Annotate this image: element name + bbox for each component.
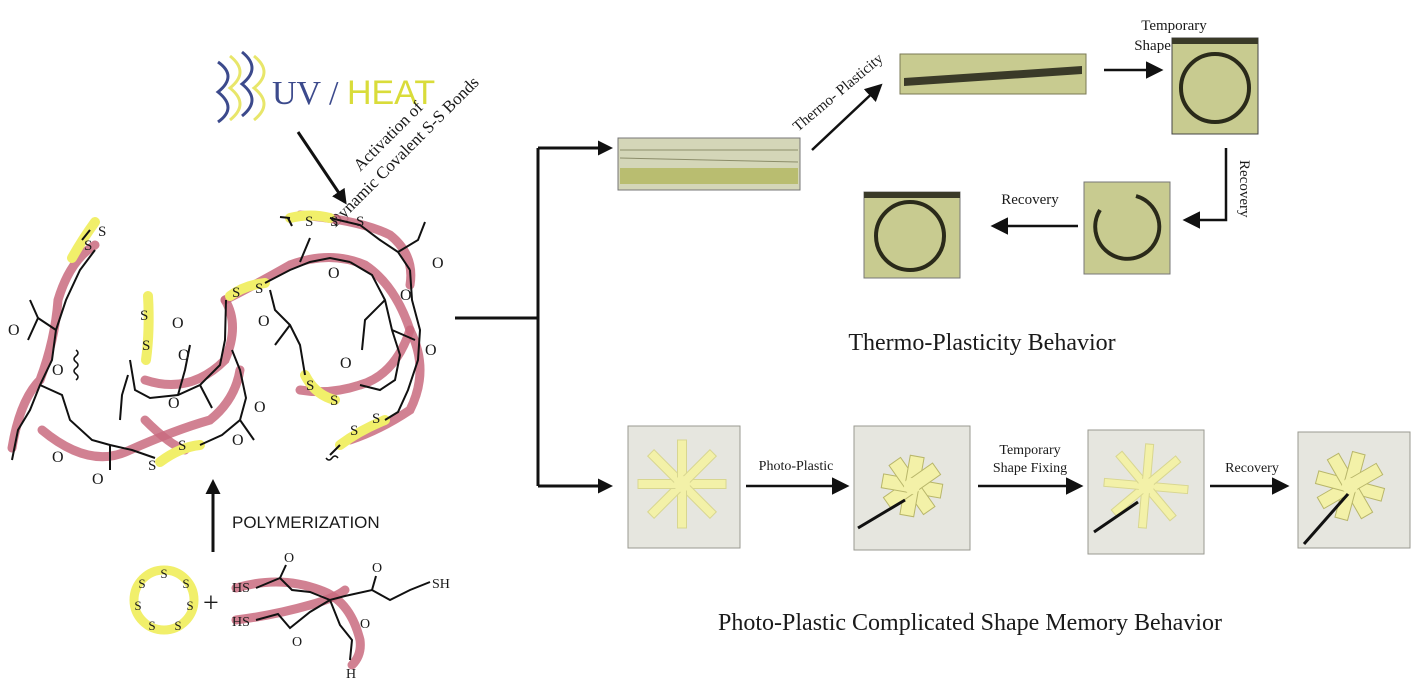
polymerization-label: POLYMERIZATION (232, 513, 380, 532)
polymer-network: O O O O O O O O O O O O O O O S S S S S … (7, 210, 444, 488)
svg-text:S: S (350, 423, 358, 439)
svg-text:S: S (186, 598, 193, 613)
svg-text:S: S (178, 438, 186, 454)
label-temp-fix-photo-1: Temporary (999, 443, 1060, 458)
heat-label: HEAT (347, 74, 435, 112)
svg-text:S: S (306, 378, 314, 394)
star-center (674, 476, 690, 492)
svg-text:O: O (92, 471, 104, 488)
uv-label: UV (272, 75, 322, 112)
svg-text:O: O (284, 551, 294, 566)
arrow-recovery-thermo-1 (1182, 148, 1228, 229)
label-photo-plastic: Photo-Plastic (759, 459, 834, 474)
svg-text:S: S (84, 238, 92, 254)
svg-text:O: O (340, 355, 352, 372)
svg-text:S: S (134, 598, 141, 613)
label-recovery-photo: Recovery (1225, 461, 1279, 476)
svg-text:O: O (172, 315, 184, 332)
thermo-ring-partial (1083, 181, 1171, 275)
activation-arrow (296, 131, 347, 205)
svg-text:O: O (400, 287, 412, 304)
svg-text:O: O (168, 395, 180, 412)
photo-star-recovered (1297, 431, 1411, 549)
svg-text:O: O (328, 265, 340, 282)
svg-text:S: S (148, 618, 155, 633)
svg-text:S: S (356, 214, 364, 230)
svg-text:S: S (160, 566, 167, 581)
svg-text:O: O (178, 347, 190, 364)
svg-text:S: S (140, 308, 148, 324)
svg-text:HS: HS (232, 581, 250, 596)
svg-text:O: O (432, 255, 444, 272)
svg-text:S: S (138, 576, 145, 591)
star-center (1342, 478, 1358, 494)
svg-text:H: H (346, 667, 356, 682)
svg-text:S: S (232, 285, 240, 301)
thermo-film-original (617, 137, 801, 191)
svg-text:SH: SH (432, 577, 450, 592)
tetrathiol-monomer: HS HS SH H O O O O (231, 551, 450, 682)
plus-sign: + (203, 588, 219, 619)
svg-text:O: O (52, 449, 64, 466)
svg-text:O: O (254, 399, 266, 416)
svg-text:S: S (305, 214, 313, 230)
thermo-ring-fixed (1171, 37, 1259, 135)
thermo-film-stretched (899, 53, 1087, 95)
uv-heat-label: UV / HEAT (272, 74, 435, 112)
star-center (1138, 478, 1154, 494)
thermo-caption: Thermo-Plasticity Behavior (848, 330, 1115, 356)
photo-star-deformed (853, 425, 971, 551)
svg-text:O: O (8, 322, 20, 339)
uv-waves-icon (215, 50, 266, 124)
svg-text:S: S (330, 393, 338, 409)
svg-text:S: S (98, 224, 106, 240)
photo-star-fixed (1087, 429, 1205, 555)
svg-text:S: S (174, 618, 181, 633)
svg-text:S: S (142, 338, 150, 354)
svg-text:S: S (372, 411, 380, 427)
svg-text:S: S (255, 281, 263, 297)
svg-text:O: O (232, 432, 244, 449)
svg-text:O: O (258, 313, 270, 330)
svg-text:S: S (330, 214, 338, 230)
svg-text:O: O (292, 635, 302, 650)
cyclic-sulfur-monomer: S S S S S S S (129, 565, 199, 635)
svg-text:HS: HS (232, 615, 250, 630)
branch-connector (455, 140, 613, 494)
thermo-ring-recovered (863, 191, 961, 279)
photo-star-original (627, 425, 741, 549)
svg-text:S: S (182, 576, 189, 591)
star-center (904, 478, 920, 494)
svg-text:O: O (372, 561, 382, 576)
label-recovery-thermo-1: Recovery (1236, 160, 1252, 218)
svg-text:O: O (425, 342, 437, 359)
label-temp-fix-thermo-1: Temporary (1141, 18, 1207, 34)
svg-text:S: S (148, 458, 156, 474)
label-recovery-thermo-2: Recovery (1001, 192, 1059, 208)
arrow-thermo-plasticity (811, 83, 883, 151)
svg-text:O: O (360, 617, 370, 632)
svg-text:O: O (52, 362, 64, 379)
photo-caption: Photo-Plastic Complicated Shape Memory B… (718, 610, 1222, 636)
label-temp-fix-photo-2: Shape Fixing (993, 461, 1067, 476)
